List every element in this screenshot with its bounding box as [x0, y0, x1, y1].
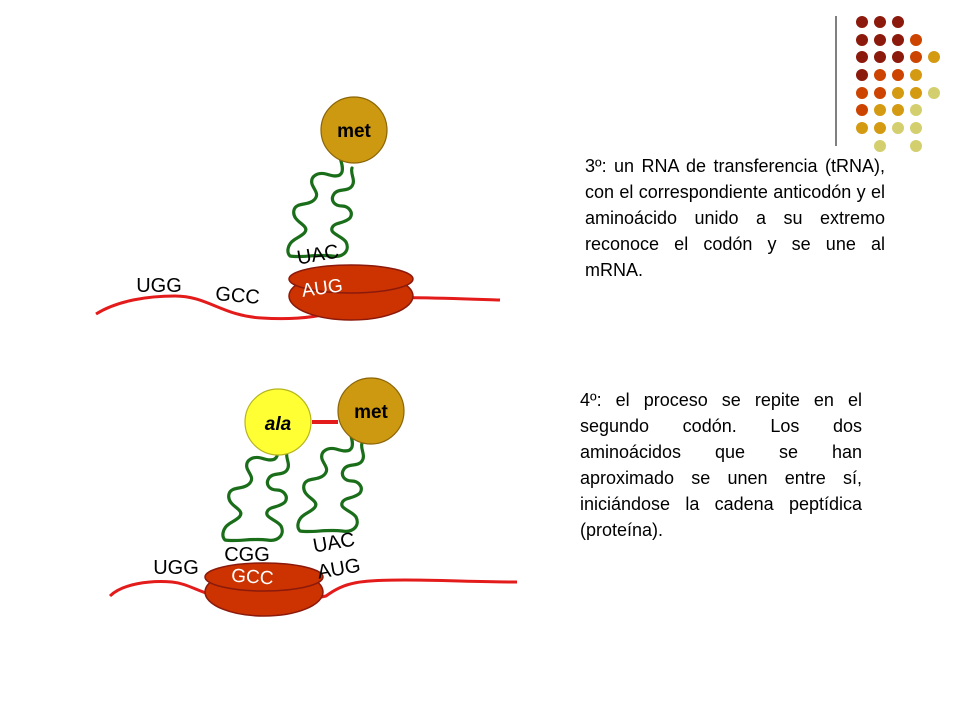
decor-dot	[928, 87, 940, 99]
step3-met-label: met	[337, 121, 371, 142]
step4-codon-gcc-label: GCC	[231, 566, 275, 590]
step4-diagram: ala met CGG UAC UGG GCC AUG	[108, 377, 518, 617]
decor-dot	[910, 34, 922, 46]
step4-met-label: met	[354, 402, 388, 423]
decor-dot	[892, 34, 904, 46]
decor-dot	[856, 87, 868, 99]
step4-anticodon-uac-label: UAC	[311, 529, 356, 558]
decor-dot	[856, 69, 868, 81]
step4-ala-label: ala	[265, 414, 292, 435]
decor-dot	[910, 140, 922, 152]
decor-dot	[892, 122, 904, 134]
decor-dot	[892, 69, 904, 81]
decor-dot	[874, 104, 886, 116]
decor-dot	[874, 16, 886, 28]
decor-dot	[856, 34, 868, 46]
step4-codon-ugg-label: UGG	[153, 557, 199, 579]
step3-codon-gcc-label: GCC	[214, 283, 260, 309]
step3-diagram: met UAC UGG GCC AUG	[95, 96, 501, 321]
step3-ribosome	[288, 264, 414, 321]
decor-dot	[874, 51, 886, 63]
step3-met-amino-acid	[320, 96, 388, 164]
step3-codon-ugg-label: UGG	[136, 275, 182, 297]
decor-dot	[874, 69, 886, 81]
decor-dot	[892, 87, 904, 99]
step4-met-amino-acid	[337, 377, 405, 445]
decor-dot	[910, 87, 922, 99]
step4-codon-aug-label: AUG	[316, 554, 363, 583]
step4-ribosome-small-subunit	[204, 562, 324, 592]
step4-ala-amino-acid	[244, 388, 312, 456]
step4-trna-ala	[221, 432, 291, 543]
decor-dot	[874, 34, 886, 46]
step3-trna	[286, 148, 356, 259]
decor-dot	[856, 51, 868, 63]
decor-dot	[910, 51, 922, 63]
step4-description: 4º: el proceso se repite en el segundo c…	[580, 390, 862, 540]
decor-dot	[892, 16, 904, 28]
decor-dot	[910, 69, 922, 81]
decor-dot	[874, 87, 886, 99]
decor-dot	[892, 51, 904, 63]
decor-dot	[910, 122, 922, 134]
step4-trna-met	[296, 423, 366, 534]
decorative-dot-grid	[835, 16, 940, 152]
decor-dot	[856, 104, 868, 116]
decor-dot	[928, 51, 940, 63]
decor-dot	[892, 104, 904, 116]
decor-dot	[874, 140, 886, 152]
step3-ribosome-small-subunit	[288, 264, 414, 294]
decor-dot	[910, 104, 922, 116]
decor-dot	[856, 122, 868, 134]
step3-description: 3º: un RNA de transferencia (tRNA), con …	[585, 156, 885, 280]
step4-anticodon-cgg-label: CGG	[224, 544, 270, 566]
step4-ribosome	[204, 562, 324, 617]
decor-dot	[856, 16, 868, 28]
decor-dot	[874, 122, 886, 134]
